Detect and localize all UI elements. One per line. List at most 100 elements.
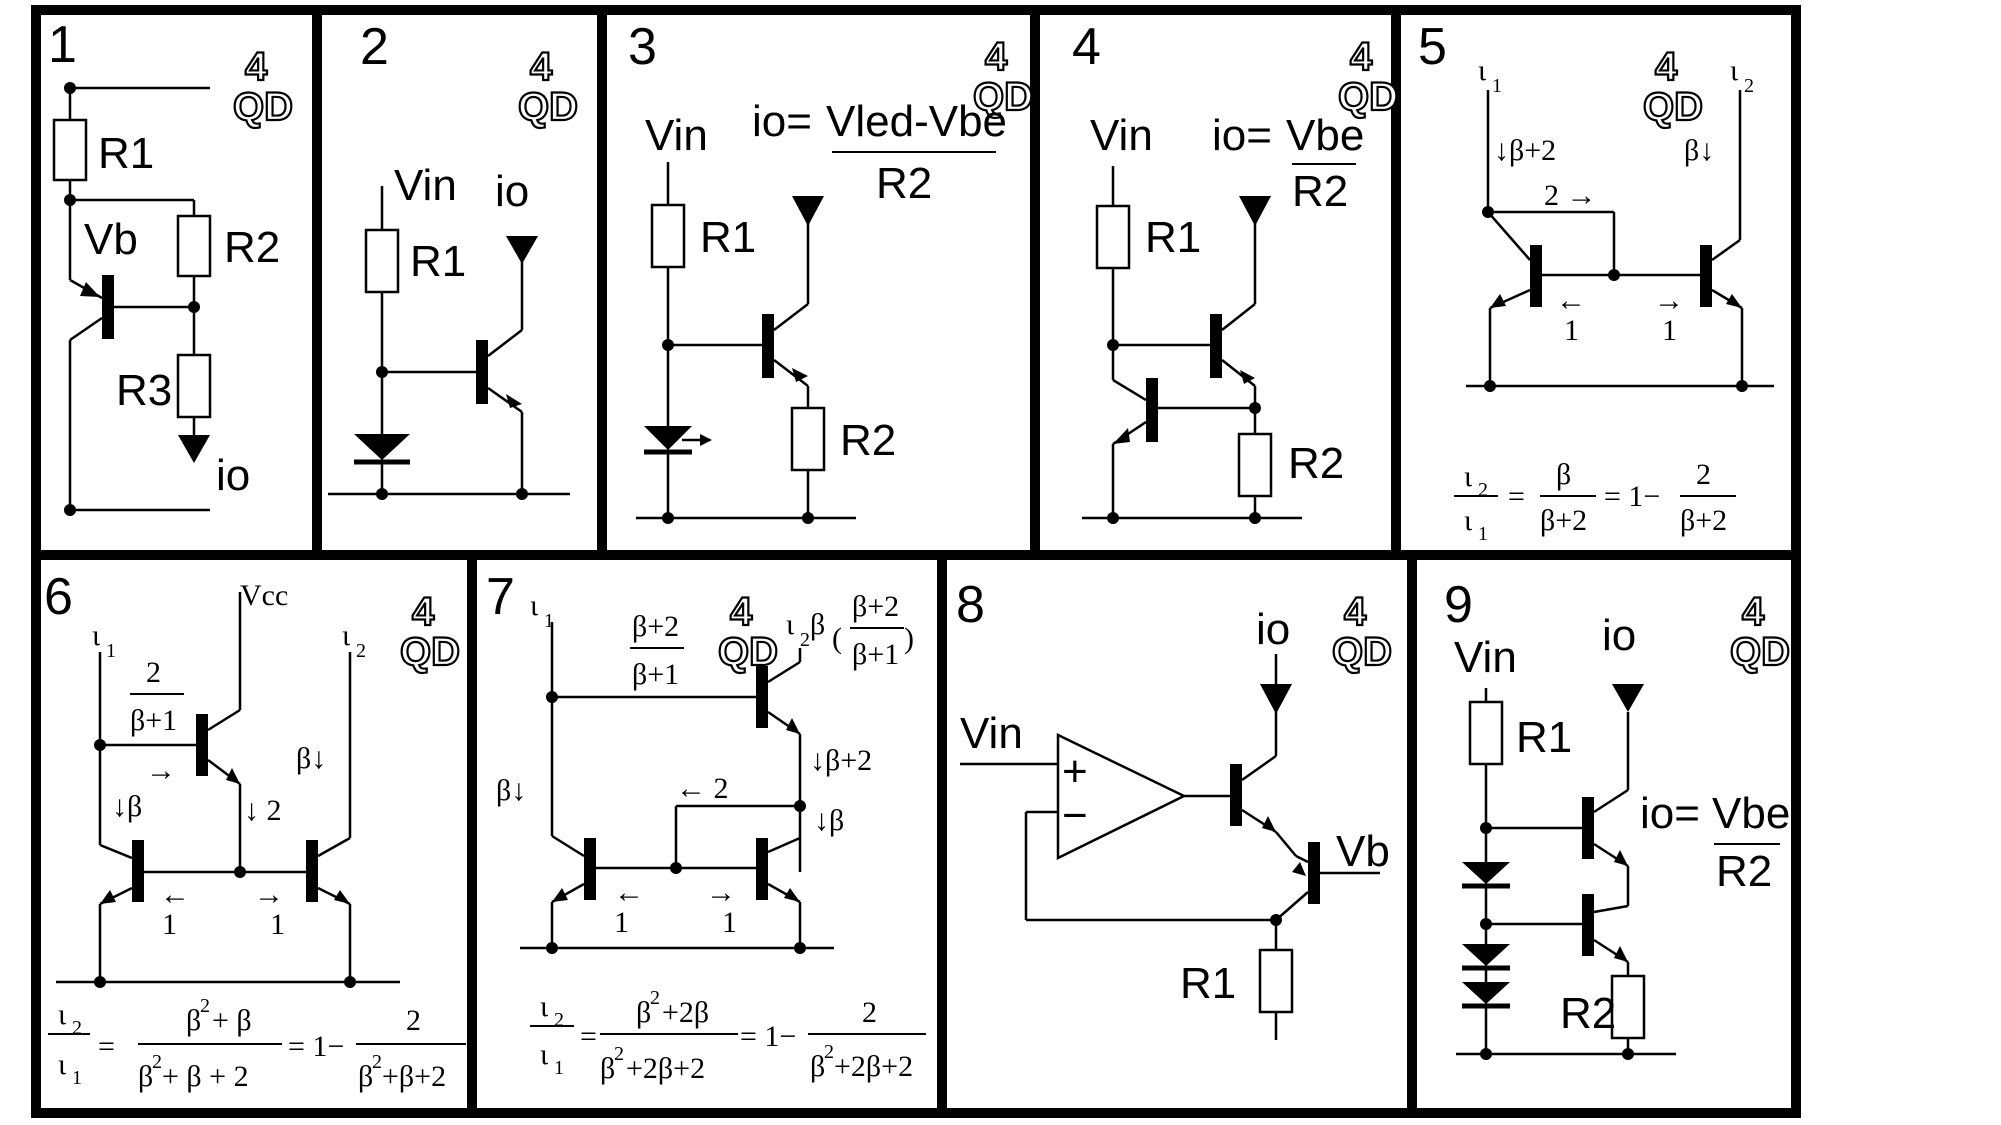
label-one-right: 1 bbox=[722, 906, 737, 939]
f-b2: β+2 bbox=[1540, 504, 1587, 537]
resistor-r2 bbox=[1237, 432, 1273, 498]
f-i2s: 2 bbox=[554, 1009, 564, 1031]
label-io: io bbox=[1256, 605, 1290, 654]
formula: ι 2 ι 1 = β 2 +2β β 2 +2β+2 = 1− 2 β 2 +… bbox=[530, 987, 926, 1085]
label-down-b: ↓β bbox=[112, 790, 142, 823]
panel-number: 9 bbox=[1444, 576, 1473, 634]
eq-denominator: R2 bbox=[1292, 167, 1348, 216]
transistor-bar-top bbox=[1210, 314, 1222, 378]
f-i2: ι bbox=[58, 998, 66, 1031]
label-io: io bbox=[495, 167, 529, 216]
panel-4: 4 Vin io= Vbe R2 R1 R2 bbox=[1072, 18, 1400, 524]
label-r1: R1 bbox=[700, 213, 756, 262]
f-d1s: 2 bbox=[152, 1051, 162, 1073]
f-d1s: 2 bbox=[614, 1043, 624, 1065]
label-down-b: ↓β bbox=[814, 804, 844, 837]
label-vb: Vb bbox=[84, 215, 138, 264]
label-i1-sub: 1 bbox=[1492, 75, 1502, 97]
opamp-minus: − bbox=[1062, 791, 1088, 840]
panel-number: 1 bbox=[48, 16, 77, 74]
label-i1: ι bbox=[92, 619, 100, 652]
resistor-r2 bbox=[1610, 974, 1646, 1040]
f-2: 2 bbox=[406, 1004, 421, 1037]
f-i2: ι bbox=[1464, 460, 1472, 493]
diode bbox=[354, 434, 410, 460]
eq-numerator: Vbe bbox=[1286, 111, 1364, 160]
panel-3: 3 Vin io= Vled-Vbe R2 R1 R2 bbox=[628, 18, 1035, 524]
panel-number: 2 bbox=[360, 18, 389, 76]
label-one-left: 1 bbox=[1564, 314, 1579, 347]
io-arrow bbox=[1612, 684, 1644, 712]
formula: ι 2 ι 1 = β β+2 = 1− 2 β+2 bbox=[1454, 458, 1736, 545]
f-2: 2 bbox=[862, 996, 877, 1029]
label-r1: R1 bbox=[1180, 959, 1236, 1008]
label-i1: ι bbox=[530, 589, 538, 622]
label-down-b2: ↓β+2 bbox=[810, 744, 872, 777]
f-eq: = bbox=[98, 1030, 115, 1063]
f-d4: +β+2 bbox=[382, 1060, 446, 1093]
transistor-right bbox=[1700, 245, 1712, 307]
f-d3s: 2 bbox=[372, 1051, 382, 1073]
panel-8: 8 io Vin + − Vb R1 bbox=[956, 576, 1394, 1040]
f-i1s: 1 bbox=[72, 1067, 82, 1089]
label-right-arrow: → bbox=[706, 876, 736, 909]
transistor-bar-bottom bbox=[1146, 378, 1158, 442]
panel-2: 2 Vin io R1 bbox=[328, 18, 580, 500]
f-i2: ι bbox=[540, 990, 548, 1023]
label-i2-sub: 2 bbox=[356, 640, 366, 662]
eq-denominator: R2 bbox=[1716, 847, 1772, 896]
label-vin: Vin bbox=[645, 111, 708, 160]
f-n2: +2β bbox=[662, 996, 709, 1029]
f-b: β bbox=[1556, 458, 1571, 491]
label-paren-den: β+1 bbox=[852, 638, 899, 671]
f-n1s: 2 bbox=[200, 995, 210, 1017]
label-r1: R1 bbox=[1516, 713, 1572, 762]
f-d4: +2β+2 bbox=[834, 1050, 913, 1083]
opamp bbox=[1056, 733, 1187, 861]
label-2arrow: 2 → bbox=[1544, 179, 1597, 212]
transistor-bar bbox=[476, 340, 488, 404]
panel-9: 9 Vin io R1 R2 bbox=[1444, 576, 1792, 1060]
transistor-left bbox=[132, 840, 144, 902]
transistor-1 bbox=[1230, 764, 1242, 826]
transistor-top bbox=[1582, 797, 1594, 859]
resistor-r3 bbox=[176, 353, 212, 419]
eq-left: io= bbox=[752, 97, 812, 146]
label-io: io bbox=[216, 451, 250, 500]
resistor-r1 bbox=[364, 228, 400, 294]
panel-number: 6 bbox=[44, 568, 73, 626]
f-i1: ι bbox=[1464, 504, 1472, 537]
transistor-bar bbox=[762, 314, 774, 378]
f-n2: + β bbox=[212, 1004, 252, 1037]
panel-number: 4 bbox=[1072, 18, 1101, 76]
label-io: io bbox=[1602, 611, 1636, 660]
f-d1: β bbox=[138, 1060, 153, 1093]
label-i2: ι bbox=[786, 608, 794, 641]
diode-1 bbox=[1462, 862, 1510, 884]
f-b3: β+2 bbox=[1680, 504, 1727, 537]
f-n1: β bbox=[636, 996, 651, 1029]
label-paren-num: β+2 bbox=[852, 590, 899, 623]
label-left-2: ← 2 bbox=[676, 772, 729, 805]
label-left-arrow: ← bbox=[614, 876, 644, 909]
panel-number: 8 bbox=[956, 576, 985, 634]
label-i2-sub: 2 bbox=[800, 629, 810, 651]
io-arrow bbox=[1260, 684, 1292, 714]
f-i2s: 2 bbox=[72, 1017, 82, 1039]
resistor-r1 bbox=[1468, 700, 1504, 766]
f-d3: β bbox=[810, 1050, 825, 1083]
label-frac-2: 2 bbox=[146, 656, 161, 689]
label-right-arrow-top: → bbox=[146, 754, 176, 787]
eq-numerator: Vbe bbox=[1712, 789, 1790, 838]
f-i2s: 2 bbox=[1478, 479, 1488, 501]
label-r2: R2 bbox=[840, 416, 896, 465]
label-b-down: β↓ bbox=[496, 774, 526, 807]
opamp-plus: + bbox=[1062, 747, 1088, 796]
label-i2: ι bbox=[1730, 54, 1738, 87]
transistor-top bbox=[196, 714, 208, 776]
transistor-right bbox=[306, 840, 318, 902]
eq-left: io= bbox=[1212, 111, 1272, 160]
panel-1: 1 R1 Vb R2 R3 io bbox=[48, 16, 295, 516]
diode-3 bbox=[1462, 982, 1510, 1004]
label-i1: ι bbox=[1478, 54, 1486, 87]
